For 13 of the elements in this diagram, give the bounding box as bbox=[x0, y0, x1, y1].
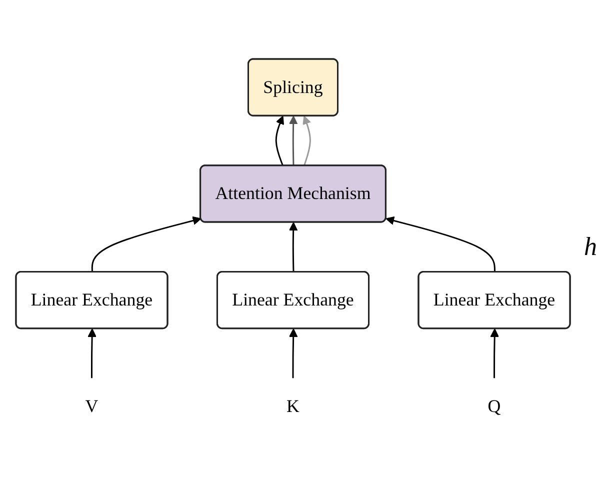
node-text: K bbox=[286, 396, 300, 416]
arrow bbox=[288, 115, 298, 166]
arrow bbox=[288, 328, 298, 378]
node-text: V bbox=[85, 396, 98, 416]
head-count-label: h bbox=[584, 232, 597, 262]
node-text: Q bbox=[488, 396, 501, 416]
arrow bbox=[386, 216, 496, 272]
arrow bbox=[88, 328, 96, 378]
arrow bbox=[275, 115, 284, 166]
arrow bbox=[288, 222, 298, 272]
arrow bbox=[490, 328, 499, 378]
arrow bbox=[302, 115, 311, 166]
arrow bbox=[91, 216, 202, 272]
